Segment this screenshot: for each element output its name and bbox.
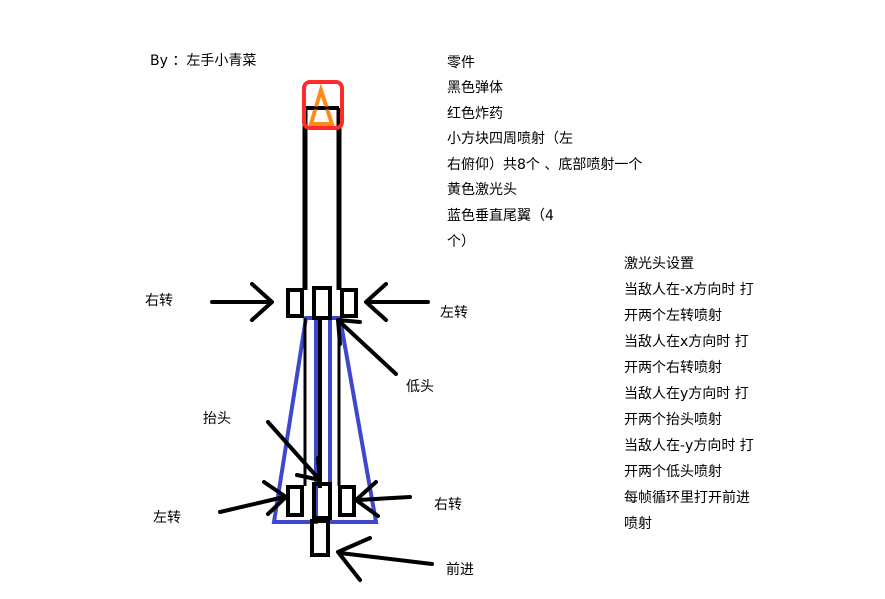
arrow-right-turn-bottom (354, 480, 412, 518)
settings-line: 开两个抬头喷射 (624, 412, 722, 428)
author-label: By ：左手小青菜 (150, 53, 257, 69)
top-thrusters (286, 286, 358, 320)
settings-line: 开两个左转喷射 (624, 308, 722, 324)
thruster-bottom-center (312, 482, 332, 520)
settings-line: 当敌人在y方向时 打 (624, 386, 749, 402)
settings-line: 当敌人在x方向时 打 (624, 334, 749, 350)
label-right-turn-bottom: 右转 (434, 497, 462, 513)
arrow-pitch-down (336, 318, 398, 376)
settings-line: 喷射 (624, 516, 652, 532)
settings-line: 当敌人在-x方向时 打 (624, 282, 754, 298)
label-left-turn-bottom: 左转 (153, 510, 181, 526)
arrow-left-turn-bottom (218, 480, 288, 516)
nose (302, 80, 344, 130)
arrow-pitch-up (266, 420, 322, 482)
thruster-bottom-left (286, 485, 304, 517)
explosive-box (302, 80, 344, 130)
rocket-body (302, 106, 342, 488)
bottom-thrusters (286, 482, 356, 557)
thruster-top-left (286, 288, 304, 318)
label-forward: 前进 (446, 562, 474, 578)
settings-line: 开两个低头喷射 (624, 464, 722, 480)
settings-line: 开两个右转喷射 (624, 360, 722, 376)
tail-fin-right-outer (328, 316, 379, 524)
parts-line: 红色炸药 (447, 106, 503, 122)
arrow-left-turn-top (364, 282, 430, 322)
label-pitch-down: 低头 (406, 379, 434, 395)
parts-line: 黄色激光头 (447, 182, 517, 198)
parts-line: 黑色弹体 (447, 80, 503, 96)
settings-line: 激光头设置 (624, 256, 694, 272)
settings-line: 当敌人在-y方向时 打 (624, 438, 754, 454)
parts-line: 个） (447, 234, 475, 250)
settings-line: 每帧循环里打开前进 (624, 490, 750, 506)
thruster-bottom-right (338, 485, 356, 517)
thruster-forward (310, 519, 330, 557)
arrow-right-turn-top (210, 282, 274, 322)
label-pitch-up: 抬头 (203, 411, 231, 427)
label-left-turn-top: 左转 (440, 305, 468, 321)
parts-line: 蓝色垂直尾翼（4 (447, 208, 554, 224)
arrows (210, 282, 434, 582)
arrow-forward (336, 536, 434, 582)
parts-line: 右俯仰）共8个 、底部喷射一个 (447, 157, 643, 173)
parts-line: 小方块四周喷射（左 (447, 131, 573, 147)
thruster-top-center (312, 286, 332, 320)
label-right-turn-top: 右转 (145, 293, 173, 309)
parts-line: 零件 (447, 55, 475, 71)
thruster-top-right (340, 288, 358, 318)
